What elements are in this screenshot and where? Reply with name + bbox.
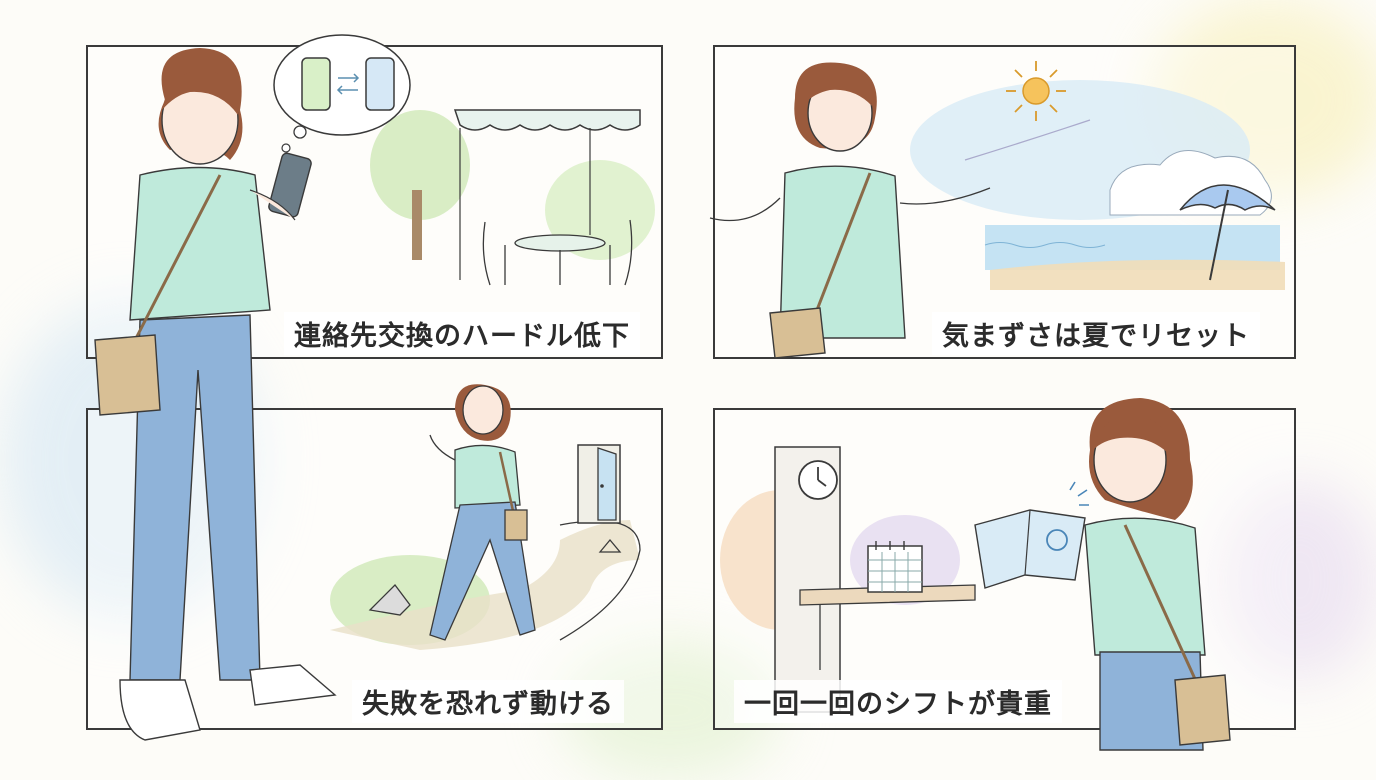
caption-each-shift-precious: 一回一回のシフトが貴重	[734, 680, 1062, 723]
phone-exchange-icon	[273, 34, 411, 153]
calendar-icon	[867, 541, 923, 593]
woman-notebook-figure	[974, 398, 1231, 751]
clock-icon	[798, 460, 838, 500]
woman-main-figure	[94, 48, 337, 741]
woman-beach-figure	[709, 62, 991, 359]
sun-icon	[1006, 61, 1066, 121]
woman-walking-figure	[429, 384, 536, 641]
wash-purple-right	[1220, 480, 1376, 680]
caption-contact-exchange: 連絡先交換のハードル低下	[284, 312, 640, 355]
caption-act-without-fear: 失敗を恐れず動ける	[352, 680, 624, 723]
beach-umbrella-icon	[1179, 184, 1276, 281]
door-icon	[577, 444, 621, 524]
caption-awkwardness-reset: 気まずさは夏でリセット	[932, 312, 1260, 355]
